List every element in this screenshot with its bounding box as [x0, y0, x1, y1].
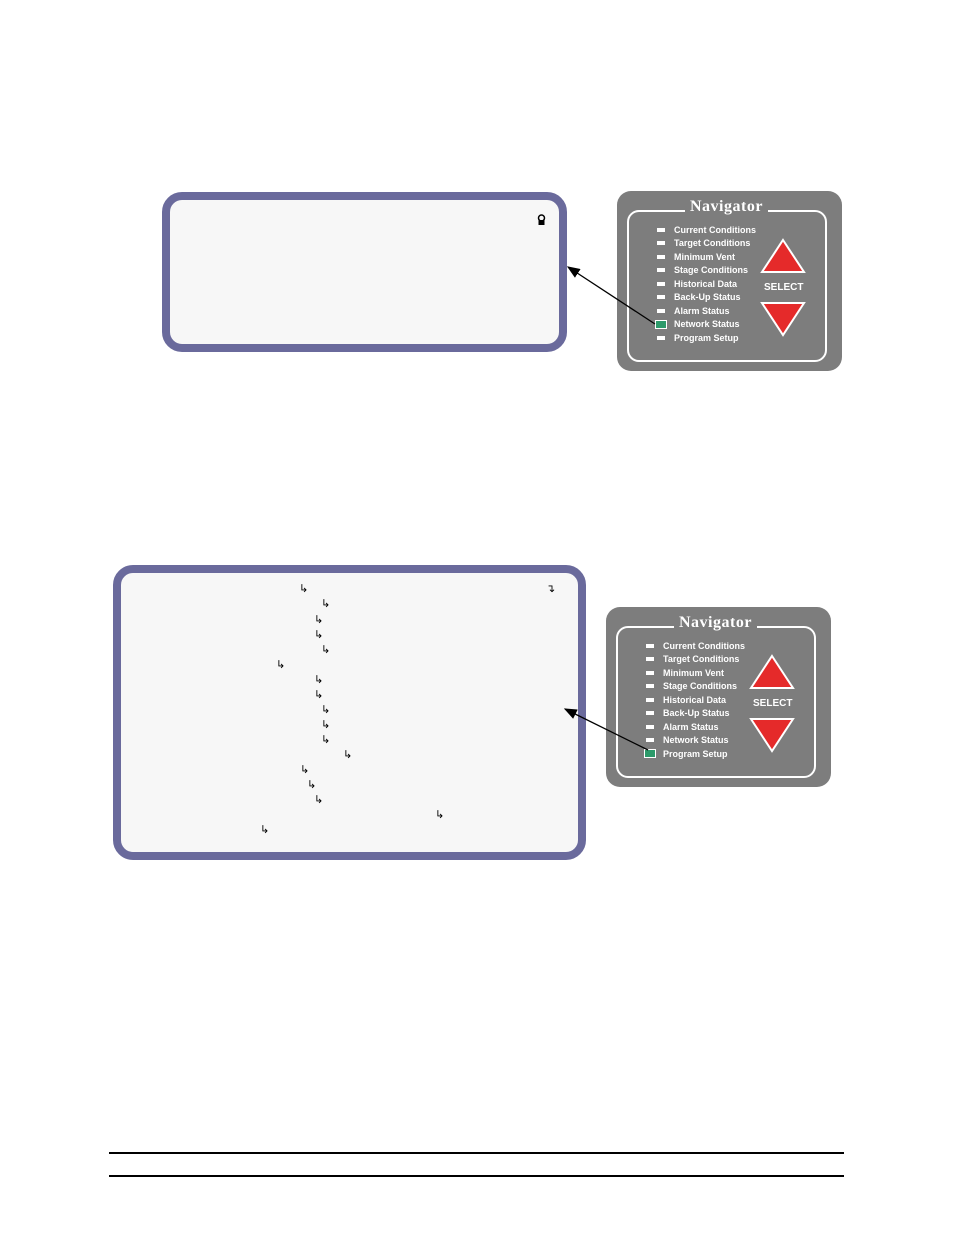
- lock-icon: [537, 213, 546, 231]
- navigator-item-back-up-status: Back-Up Status: [657, 291, 741, 304]
- navigator-item-label: Stage Conditions: [674, 265, 748, 275]
- navigator-item-label: Program Setup: [663, 748, 728, 759]
- submenu-arrow-icon: ↳: [299, 582, 309, 595]
- navigator-item-program-setup: Program Setup: [644, 747, 728, 760]
- navigator-item-label: Network Status: [674, 319, 740, 329]
- submenu-arrow-icon: ↳: [276, 658, 286, 671]
- navigator-item-label: Network Status: [663, 735, 729, 745]
- submenu-arrow-icon: ↳: [321, 718, 331, 731]
- select-up-button[interactable]: [749, 654, 795, 690]
- indicator-led: [657, 308, 665, 313]
- active-indicator-led: [655, 319, 667, 329]
- navigator-logo: Navigator: [674, 614, 757, 632]
- navigator-logo: Navigator: [685, 198, 768, 216]
- navigator-item-alarm-status: Alarm Status: [657, 304, 730, 317]
- lcd-display-program-setup: ↳ ↳ ↳ ↳ ↳ ↳ ↳ ↳ ↳ ↳ ↳ ↳ ↳ ↳ ↳ ↳ ↳ ↴: [113, 565, 586, 860]
- indicator-led: [646, 724, 654, 729]
- submenu-arrow-icon: ↳: [314, 793, 324, 806]
- navigator-item-label: Minimum Vent: [663, 667, 725, 678]
- navigator-item-label: Program Setup: [674, 332, 739, 343]
- submenu-arrow-icon: ↳: [321, 597, 331, 610]
- navigator-item-label: Target Conditions: [663, 654, 740, 664]
- submenu-arrow-icon: ↳: [435, 808, 445, 821]
- navigator-item-label: Back-Up Status: [674, 292, 741, 302]
- select-down-button[interactable]: [760, 301, 806, 337]
- indicator-led: [646, 711, 654, 715]
- navigator-item-label: Historical Data: [663, 694, 727, 705]
- navigator-item-historical-data: Historical Data: [646, 693, 726, 706]
- indicator-led: [657, 254, 665, 259]
- submenu-arrow-icon: ↳: [314, 688, 324, 701]
- navigator-item-label: Historical Data: [674, 278, 738, 289]
- indicator-led: [646, 657, 654, 661]
- navigator-item-label: Alarm Status: [663, 721, 719, 732]
- navigator-item-label: Alarm Status: [674, 305, 730, 316]
- navigator-item-target-conditions: Target Conditions: [646, 653, 739, 666]
- navigator-item-stage-conditions: Stage Conditions: [646, 680, 737, 693]
- pointer-arrow-1: [566, 266, 656, 325]
- navigator-item-network-status: Network Status: [655, 318, 740, 331]
- navigator-item-historical-data: Historical Data: [657, 277, 737, 290]
- navigator-item-label: Back-Up Status: [663, 708, 730, 718]
- navigator-item-label: Current Conditions: [674, 224, 756, 235]
- indicator-led: [657, 268, 665, 272]
- submenu-arrow-icon: ↳: [321, 733, 331, 746]
- indicator-led: [657, 227, 665, 232]
- navigator-item-network-status: Network Status: [646, 734, 729, 747]
- indicator-led: [646, 643, 654, 648]
- indicator-led: [646, 670, 654, 675]
- navigator-item-minimum-vent: Minimum Vent: [657, 250, 735, 263]
- navigator-item-stage-conditions: Stage Conditions: [657, 264, 748, 277]
- select-label: SELECT: [764, 282, 804, 293]
- footer-rule-bottom: [109, 1175, 844, 1177]
- navigator-item-program-setup: Program Setup: [657, 331, 739, 344]
- indicator-led: [646, 738, 654, 742]
- navigator-item-alarm-status: Alarm Status: [646, 720, 719, 733]
- footer-rule-top: [109, 1152, 844, 1154]
- submenu-arrow-icon: ↳: [321, 643, 331, 656]
- indicator-led: [657, 335, 665, 340]
- active-indicator-led: [644, 749, 656, 758]
- select-down-button[interactable]: [749, 717, 795, 753]
- navigator-item-label: Target Conditions: [674, 238, 751, 248]
- submenu-arrow-icon: ↳: [343, 748, 353, 761]
- navigator-item-label: Stage Conditions: [663, 681, 737, 691]
- submenu-arrow-icon: ↳: [314, 628, 324, 641]
- navigator-item-label: Current Conditions: [663, 640, 745, 651]
- submenu-arrow-icon: ↳: [314, 613, 324, 626]
- navigator-item-minimum-vent: Minimum Vent: [646, 666, 724, 679]
- lcd-display-network-status: [162, 192, 567, 352]
- navigator-item-target-conditions: Target Conditions: [657, 237, 750, 250]
- indicator-led: [657, 241, 665, 245]
- indicator-led: [657, 295, 665, 299]
- navigator-item-label: Minimum Vent: [674, 251, 736, 262]
- select-label: SELECT: [753, 698, 793, 709]
- select-up-button[interactable]: [760, 238, 806, 274]
- indicator-led: [646, 697, 654, 702]
- submenu-arrow-icon: ↳: [321, 703, 331, 716]
- navigator-item-current-conditions: Current Conditions: [657, 223, 756, 236]
- submenu-arrow-icon: ↳: [300, 763, 310, 776]
- navigator-item-current-conditions: Current Conditions: [646, 639, 745, 652]
- indicator-led: [657, 281, 665, 286]
- submenu-arrow-icon: ↳: [260, 823, 270, 836]
- pointer-arrow-2: [563, 708, 649, 751]
- indicator-led: [646, 684, 654, 688]
- navigator-item-back-up-status: Back-Up Status: [646, 707, 730, 720]
- return-arrow-icon: ↴: [546, 582, 556, 595]
- submenu-arrow-icon: ↳: [307, 778, 317, 791]
- submenu-arrow-icon: ↳: [314, 673, 324, 686]
